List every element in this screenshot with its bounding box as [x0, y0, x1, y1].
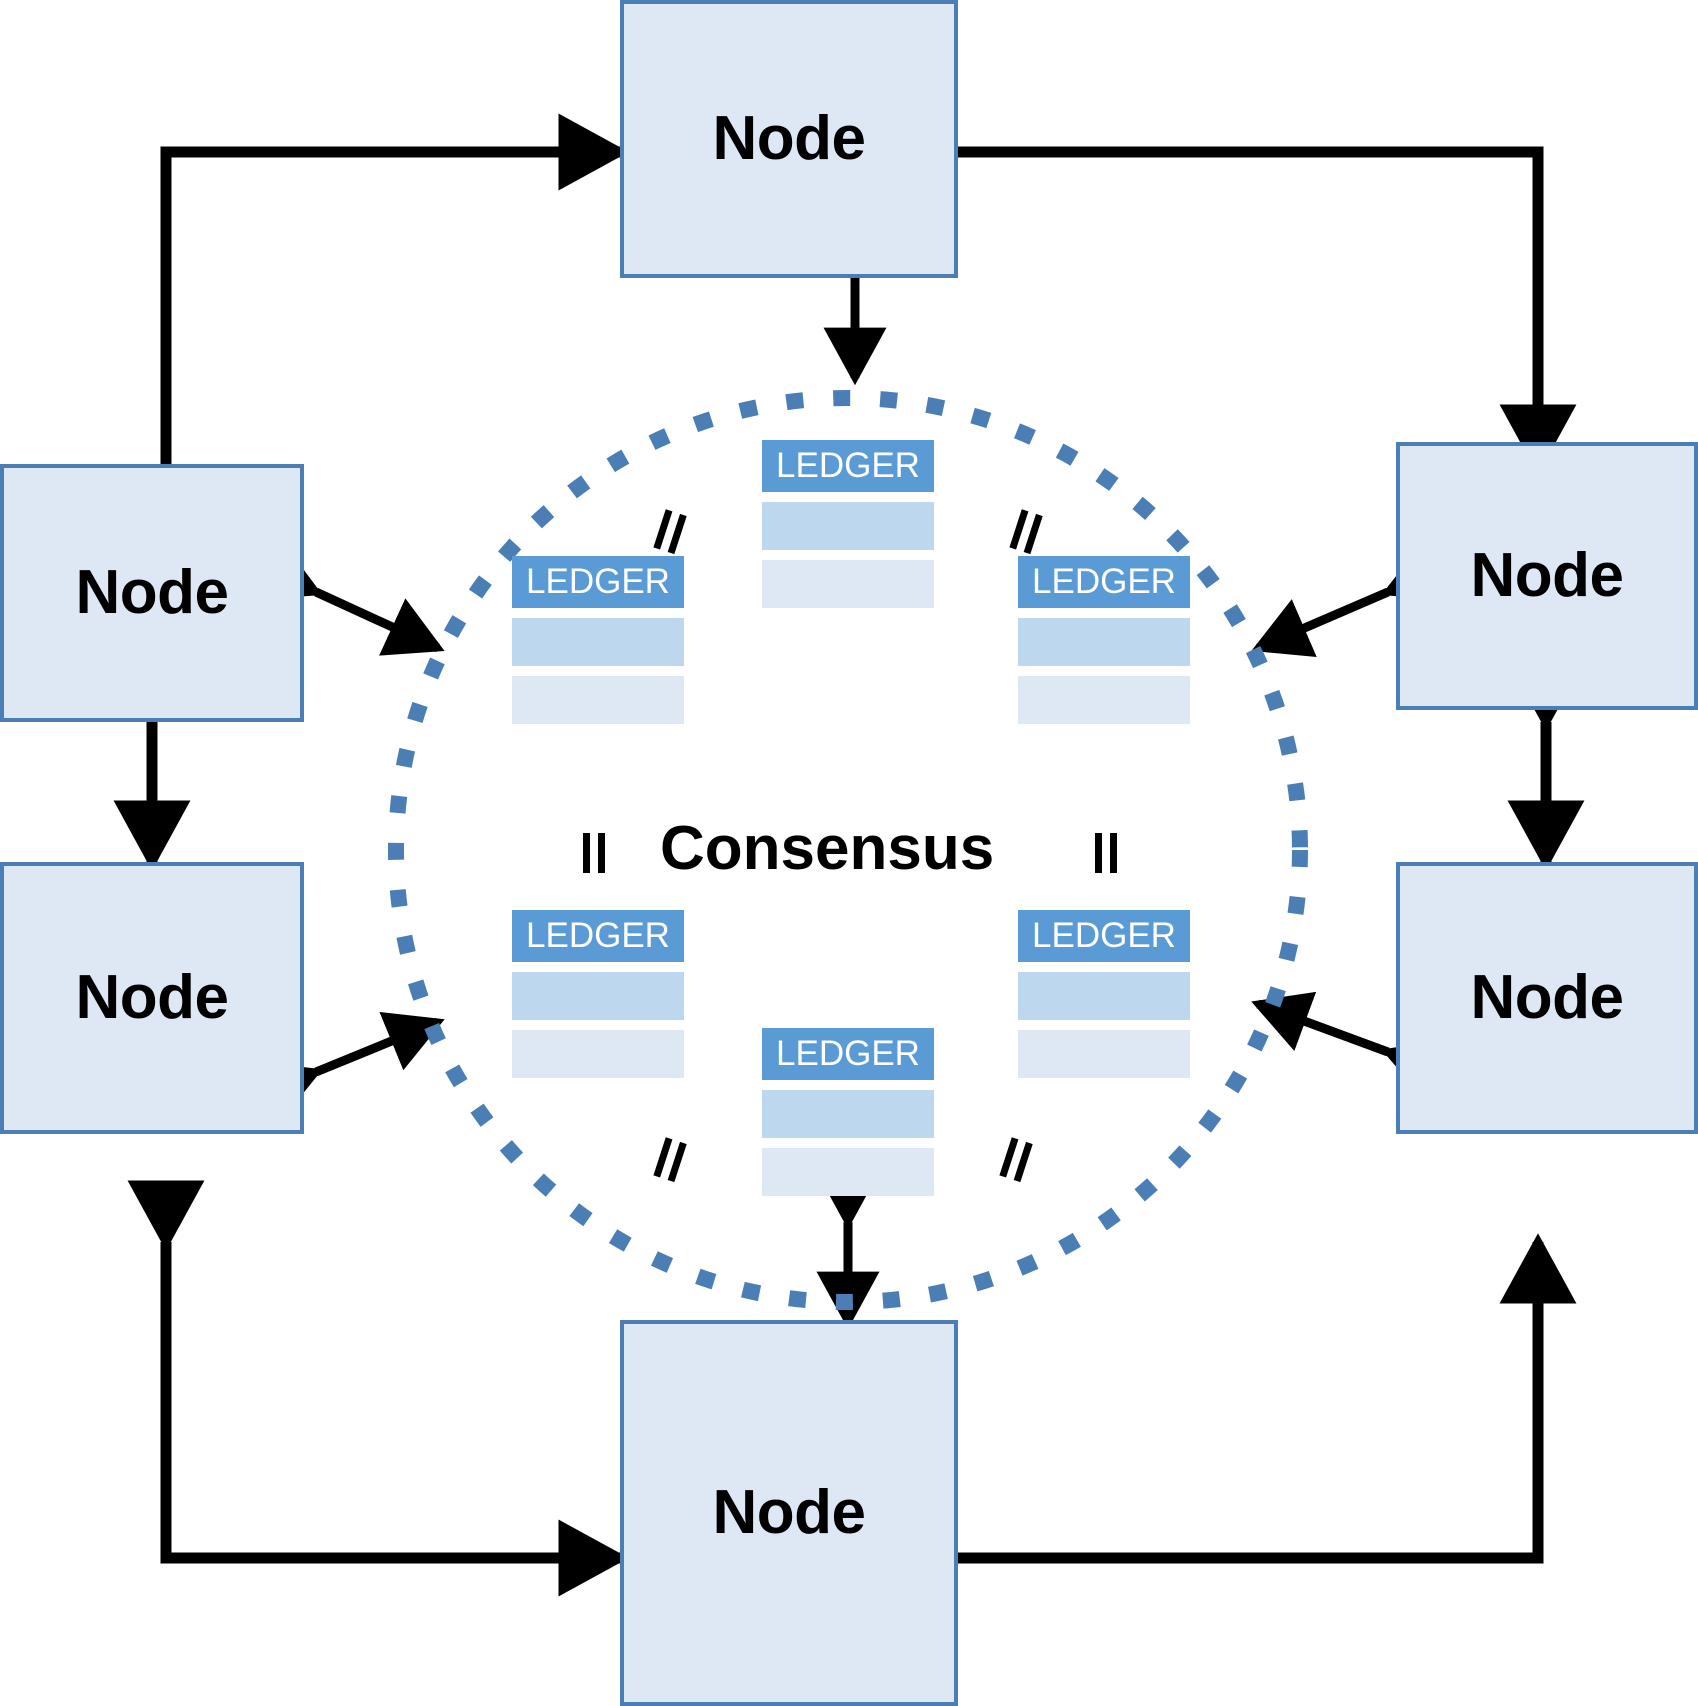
ledger-bottom-title: LEDGER	[762, 1028, 934, 1080]
node-left-lower-label: Node	[75, 963, 230, 1032]
ledger-lower-right-row-2	[1018, 1030, 1190, 1078]
connector-bottomleft-elbow	[127, 1180, 629, 1597]
ledger-upper-left-row-2	[512, 676, 684, 724]
node-left-lower[interactable]: Node	[0, 862, 304, 1134]
ledger-upper-right[interactable]: LEDGER	[1018, 556, 1190, 724]
node-left-upper-label: Node	[75, 558, 230, 627]
node-top[interactable]: Node	[620, 0, 958, 278]
ledger-upper-left-row-1	[512, 618, 684, 666]
ledger-lower-left[interactable]: LEDGER	[512, 910, 684, 1078]
ledger-upper-right-title: LEDGER	[1018, 556, 1190, 608]
connector-spoke-right-upper	[1251, 543, 1447, 657]
node-right-upper[interactable]: Node	[1396, 442, 1698, 710]
node-right-lower-label: Node	[1470, 963, 1625, 1032]
equals-icon-top-right	[1005, 508, 1050, 557]
equals-icon-bottom-left	[649, 1136, 694, 1185]
ledger-bottom-row-1	[762, 1090, 934, 1138]
equals-icon-mid-left	[578, 833, 612, 873]
node-right-lower[interactable]: Node	[1396, 862, 1698, 1134]
ledger-lower-right[interactable]: LEDGER	[1018, 910, 1190, 1078]
ledger-lower-left-row-1	[512, 972, 684, 1020]
ledger-top[interactable]: LEDGER	[762, 440, 934, 608]
connector-topright-elbow	[896, 113, 1577, 475]
node-bottom[interactable]: Node	[620, 1320, 958, 1706]
node-top-label: Node	[712, 104, 867, 173]
ledger-upper-right-row-2	[1018, 676, 1190, 724]
ledger-top-row-1	[762, 502, 934, 550]
ledger-lower-right-title: LEDGER	[1018, 910, 1190, 962]
equals-icon-bottom-right	[995, 1136, 1040, 1185]
ledger-lower-left-row-2	[512, 1030, 684, 1078]
ledger-lower-left-title: LEDGER	[512, 910, 684, 962]
node-right-upper-label: Node	[1470, 541, 1625, 610]
connector-bottomright-elbow	[896, 1233, 1577, 1597]
ledger-upper-left[interactable]: LEDGER	[512, 556, 684, 724]
equals-icon-mid-right	[1090, 833, 1124, 873]
node-bottom-label: Node	[712, 1478, 867, 1547]
connector-spoke-right-lower	[1251, 991, 1447, 1100]
connector-spoke-left-upper	[257, 542, 445, 656]
connector-topleft-elbow	[127, 113, 629, 528]
ledger-upper-right-row-1	[1018, 618, 1190, 666]
ledger-upper-left-title: LEDGER	[512, 556, 684, 608]
ledger-bottom[interactable]: LEDGER	[762, 1028, 934, 1196]
ledger-top-row-2	[762, 560, 934, 608]
equals-icon-top-left	[649, 508, 694, 557]
ledger-top-title: LEDGER	[762, 440, 934, 492]
ledger-bottom-row-2	[762, 1148, 934, 1196]
connector-spoke-left-lower	[257, 1011, 445, 1121]
ledger-lower-right-row-1	[1018, 972, 1190, 1020]
consensus-label: Consensus	[660, 814, 995, 883]
node-left-upper[interactable]: Node	[0, 464, 304, 722]
